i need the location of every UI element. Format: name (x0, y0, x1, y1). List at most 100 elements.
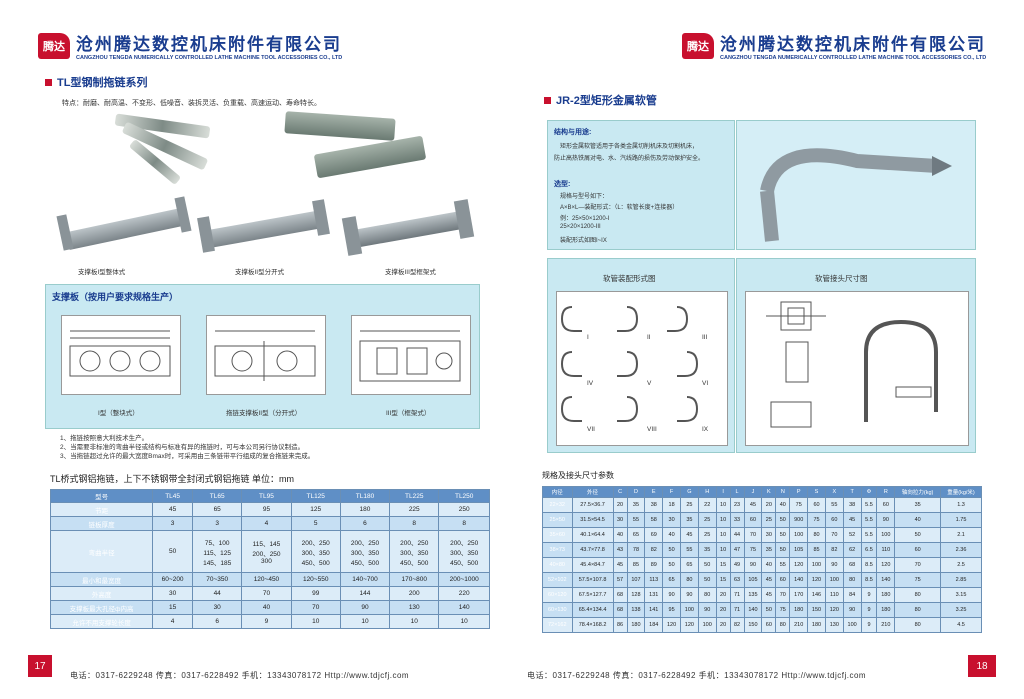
table-cell: 90 (842, 602, 862, 618)
assembly-diagram-title: 软管装配形式图 (603, 274, 656, 283)
table-cell: 15 (152, 600, 194, 615)
table-cell: 72×162 (542, 617, 573, 633)
table-header-cell: TL225 (389, 489, 440, 503)
table-cell: 弯曲半径 (49, 530, 154, 573)
table-cell: 10 (715, 542, 731, 558)
table-cell: 80 (894, 587, 942, 603)
table-cell: 60 (824, 512, 844, 528)
table-cell: 58 (644, 512, 664, 528)
table-cell: 146 (807, 587, 826, 603)
table-cell: 3.25 (940, 602, 982, 618)
table-cell: 45 (679, 527, 699, 543)
table-cell: 57 (612, 572, 628, 588)
table-cell: 80 (807, 527, 826, 543)
company-name-en: CANGZHOU TENGDA NUMERICALLY CONTROLLED L… (720, 55, 987, 61)
table-cell: 3 (192, 516, 243, 531)
table-cell: 10 (290, 614, 341, 629)
table-cell: 180 (876, 587, 896, 603)
drawing-label-2: 拖链支撑板II型（分开式） (226, 410, 302, 417)
assembly-label-2: II (647, 334, 651, 341)
assembly-label-9: IX (702, 426, 709, 433)
table-cell: 62 (842, 542, 862, 558)
table-cell: 60~200 (152, 572, 194, 587)
table-cell: 5.5 (860, 497, 878, 513)
table-cell: 最小和最宽度 (49, 572, 154, 587)
table-cell: 84 (842, 587, 862, 603)
table-cell: 6 (192, 614, 243, 629)
table-cell: 141 (644, 602, 664, 618)
table-cell: 55 (626, 512, 646, 528)
table-cell: 4.5 (940, 617, 982, 633)
table-cell: 25×50 (542, 512, 573, 528)
table-cell: 68 (842, 557, 862, 573)
table-cell: 27.5×36.7 (571, 497, 614, 513)
company-name-cn: 沧州腾达数控机床附件有限公司 (720, 35, 986, 54)
assembly-label-4: IV (587, 380, 594, 387)
table-cell: 40 (241, 600, 292, 615)
table-header-cell: P (789, 486, 809, 498)
table-cell: 65 (626, 527, 646, 543)
table-cell: 170 (789, 587, 809, 603)
table-cell: 50 (775, 512, 791, 528)
table-header-cell: K (761, 486, 777, 498)
table-cell: 75 (807, 512, 826, 528)
table-cell: 31.5×54.5 (571, 512, 614, 528)
table-header-cell: TL45 (152, 489, 194, 503)
table-cell: 55 (679, 542, 699, 558)
table-cell: 89 (644, 557, 664, 573)
select-line-2: A×B×L—装配形式：（L：软管长度+连接器） (560, 205, 679, 211)
table-cell: 8 (389, 516, 440, 531)
table-cell: 60 (876, 497, 896, 513)
table-cell: 82 (824, 542, 844, 558)
table-cell: 99 (290, 586, 341, 601)
table-cell: 8.5 (860, 572, 878, 588)
table-cell: 85 (626, 557, 646, 573)
table-cell: 33 (729, 512, 745, 528)
table-header-cell: TL95 (241, 489, 292, 503)
select-title: 选型: (554, 181, 571, 188)
table-cell: 35 (679, 512, 699, 528)
table-cell: 2.36 (940, 542, 982, 558)
table-cell: 60 (894, 542, 942, 558)
table-cell: 50 (662, 542, 681, 558)
table-cell: 125 (290, 502, 341, 517)
table-header-cell: TL125 (290, 489, 341, 503)
table-header-cell: F (662, 486, 681, 498)
footer-left: 电话：0317-6229248 传真：0317-6228492 手机：13343… (70, 671, 410, 680)
table-title: 规格及接头尺寸参数 (542, 471, 614, 480)
table-header-cell: J (743, 486, 763, 498)
table-cell: 140 (789, 572, 809, 588)
table-title: TL桥式钢铝拖链，上下不锈钢带全封闭式钢铝拖链 单位：mm (50, 474, 294, 484)
table-cell: 40 (761, 557, 777, 573)
table-cell: 60 (743, 512, 763, 528)
table-cell: 120 (807, 572, 826, 588)
table-cell: 71 (729, 587, 745, 603)
table-cell: 65 (679, 557, 699, 573)
table-cell: 200~1000 (438, 572, 490, 587)
bullet-square-icon (544, 97, 551, 104)
table-cell: 107 (626, 572, 646, 588)
table-cell: 95 (241, 502, 292, 517)
chain-photo-1 (114, 113, 215, 186)
table-cell: 38 (644, 497, 664, 513)
table-header-cell: 型号 (49, 489, 154, 503)
assembly-label-8: VIII (647, 426, 657, 433)
assembly-label-1: I (587, 334, 589, 341)
table-cell: 44 (729, 527, 745, 543)
caption-2: 支撑板II型分开式 (235, 269, 285, 276)
table-cell: 90 (743, 557, 763, 573)
select-line-1: 规格与型号如下： (560, 194, 609, 200)
table-cell: 5.5 (860, 512, 878, 528)
joint-diagram-title: 软管接头尺寸图 (815, 274, 868, 283)
table-cell: 20 (715, 587, 731, 603)
structure-panel: 结构与用途: 矩形金属软管适用于各类金属切削机床及切割机床， 防止高热铁屑对电、… (547, 120, 735, 250)
table-cell: 100 (789, 527, 809, 543)
table-cell: 110 (824, 587, 844, 603)
table-cell: 131 (644, 587, 664, 603)
